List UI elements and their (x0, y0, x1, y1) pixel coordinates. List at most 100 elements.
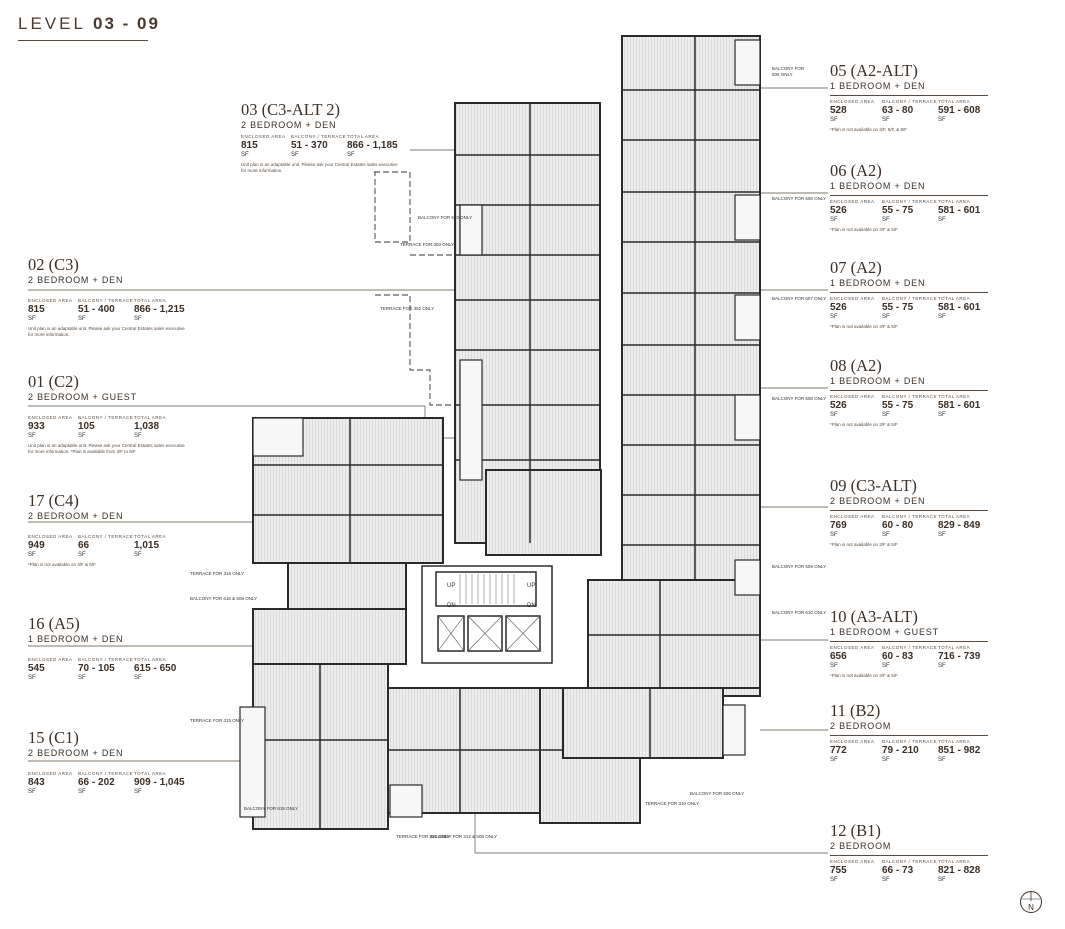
plan-label: BALCONY FOR 312 & 506 ONLY (430, 834, 497, 839)
sf-label: SF (78, 552, 86, 558)
header-balcony: BALCONY / TERRACE (78, 415, 134, 420)
core (421, 565, 553, 664)
plan-label: DN (447, 603, 456, 609)
plan-label: 505 ONLY (772, 72, 793, 77)
header-balcony: BALCONY / TERRACE (882, 394, 938, 399)
terrace-outlines (374, 171, 455, 406)
page-title: LEVEL 03 - 09 (18, 14, 160, 33)
unit-rule (830, 195, 988, 196)
sf-label: SF (830, 412, 838, 418)
unit-rule (830, 390, 988, 391)
sf-label: SF (938, 532, 946, 538)
balcony-area: 60 - 83 (882, 651, 914, 662)
unit-note: *Plan is not available on 3/F & 5/F (830, 422, 898, 427)
sf-label: SF (28, 552, 36, 558)
header-total: TOTAL AREA (938, 739, 971, 744)
unit-rule (830, 292, 988, 293)
header-enclosed: ENCLOSED AREA (28, 534, 73, 539)
total-area: 615 - 650 (134, 663, 177, 674)
sf-label: SF (938, 117, 946, 123)
elevator-x (437, 615, 541, 652)
header-enclosed: ENCLOSED AREA (830, 739, 875, 744)
header-enclosed: ENCLOSED AREA (830, 645, 875, 650)
sf-label: SF (882, 757, 890, 763)
unit-type: 1 BEDROOM + DEN (830, 181, 926, 191)
unit-type: 2 BEDROOM + DEN (28, 275, 124, 285)
header-total: TOTAL AREA (134, 771, 167, 776)
balcony-area: 55 - 75 (882, 205, 914, 216)
total-area: 851 - 982 (938, 745, 981, 756)
header-total: TOTAL AREA (938, 296, 971, 301)
enclosed-area: 526 (830, 302, 847, 313)
unit-name: 02 (C3) (28, 255, 79, 274)
header-balcony: BALCONY / TERRACE (882, 199, 938, 204)
header-balcony: BALCONY / TERRACE (882, 296, 938, 301)
enclosed-area: 949 (28, 540, 45, 551)
unit-name: 16 (A5) (28, 614, 80, 633)
unit-card-10: 10 (A3-ALT) 1 BEDROOM + GUEST ENCLOSED A… (830, 608, 1065, 679)
compass-label: N (1028, 903, 1034, 912)
plan-label: TERRACE FOR 310 ONLY (645, 801, 699, 806)
plan-label: BALCONY FOR 509 ONLY (772, 564, 826, 569)
sf-label: SF (830, 217, 838, 223)
sf-label: SF (78, 433, 86, 439)
sf-label: SF (28, 675, 36, 681)
balcony-area: 55 - 75 (882, 302, 914, 313)
unit-note: Unit plan is an adaptable unit. Please a… (28, 443, 185, 454)
balcony-area: 66 (78, 540, 90, 551)
balcony-area: 66 - 202 (78, 777, 115, 788)
plan-label: UP (527, 583, 535, 589)
unit-name: 05 (A2-ALT) (830, 61, 918, 80)
balcony-area: 60 - 80 (882, 520, 914, 531)
balcony-area: 55 - 75 (882, 400, 914, 411)
header-total: TOTAL AREA (134, 298, 167, 303)
unit-name: 10 (A3-ALT) (830, 607, 918, 626)
sf-label: SF (882, 532, 890, 538)
unit-type: 1 BEDROOM + DEN (28, 634, 124, 644)
total-area: 866 - 1,215 (134, 304, 185, 315)
unit-type: 2 BEDROOM + DEN (28, 511, 124, 521)
plan-label: TERRACE FOR 315 ONLY (190, 718, 244, 723)
total-area: 591 - 608 (938, 105, 981, 116)
balcony-area: 63 - 80 (882, 105, 914, 116)
compass-icon: N (1020, 891, 1042, 913)
enclosed-area: 526 (830, 400, 847, 411)
unit-name: 07 (A2) (830, 258, 882, 277)
sf-label: SF (134, 789, 142, 795)
unit-note: *Plan is not available on 3/F & 5/F (830, 542, 898, 547)
plan-label: BALCONY FOR 606 ONLY (772, 196, 826, 201)
header-balcony: BALCONY / TERRACE (78, 657, 134, 662)
sf-label: SF (938, 757, 946, 763)
unit-name: 06 (A2) (830, 161, 882, 180)
unit-name: 17 (C4) (28, 491, 79, 510)
header-total: TOTAL AREA (938, 514, 971, 519)
plan-label: BALCONY FOR (772, 66, 805, 71)
sf-label: SF (830, 757, 838, 763)
plan-label: UP (447, 583, 455, 589)
sf-label: SF (134, 675, 142, 681)
sf-label: SF (938, 412, 946, 418)
header-enclosed: ENCLOSED AREA (28, 771, 73, 776)
plan-label: TERRACE FOR 311 ONLY (396, 834, 450, 839)
balconies (239, 39, 761, 818)
unit-note: *Plan is not available on 3/F & 5/F (830, 324, 898, 329)
unit-note: *Plan is not available on 3/F, 5/F, & 8/… (830, 127, 908, 132)
partitions (253, 36, 760, 829)
enclosed-area: 843 (28, 777, 45, 788)
enclosed-area: 755 (830, 865, 847, 876)
sf-label: SF (134, 433, 142, 439)
total-area: 581 - 601 (938, 205, 981, 216)
unit-rule (830, 735, 988, 736)
total-area: 1,015 (134, 540, 160, 551)
balcony-area: 79 - 210 (882, 745, 919, 756)
unit-type: 2 BEDROOM + DEN (28, 748, 124, 758)
